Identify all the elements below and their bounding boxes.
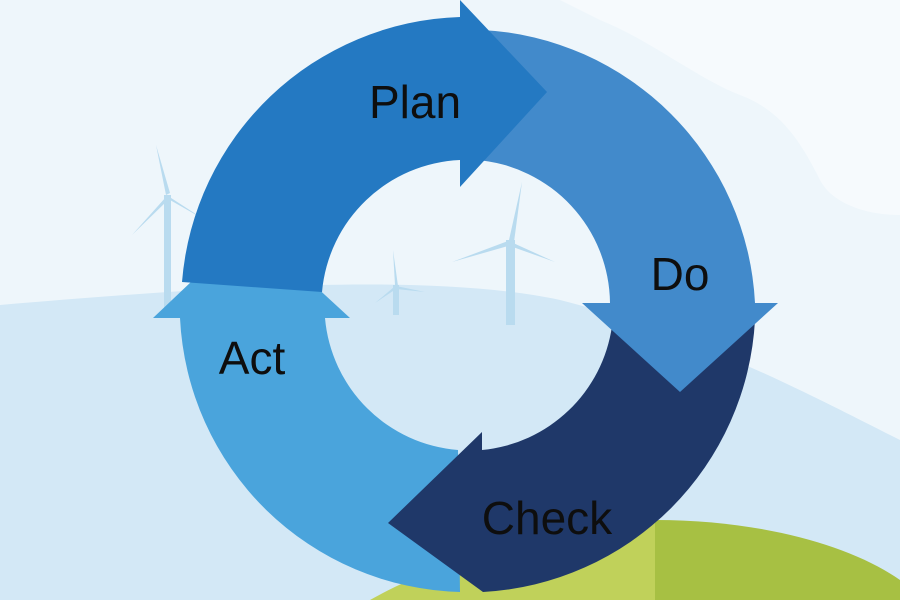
plan-label: Plan (369, 76, 461, 128)
do-arrow (477, 30, 778, 392)
wind-turbine-icon (375, 250, 425, 315)
cloud-shape (560, 0, 900, 215)
act-label: Act (219, 332, 286, 384)
check-arrow (388, 320, 755, 592)
wind-turbine-icon (452, 182, 555, 325)
act-arrow-shape (153, 226, 460, 592)
check-label: Check (482, 492, 613, 544)
green-field-dark (655, 520, 900, 600)
plan-arrow (182, 0, 547, 292)
do-arrow-shape (477, 30, 778, 392)
act-arrow (153, 226, 460, 592)
do-label: Do (651, 248, 710, 300)
check-arrow-shape (388, 320, 755, 592)
plan-arrow-shape (182, 0, 547, 292)
wind-turbine-icon (132, 145, 205, 310)
